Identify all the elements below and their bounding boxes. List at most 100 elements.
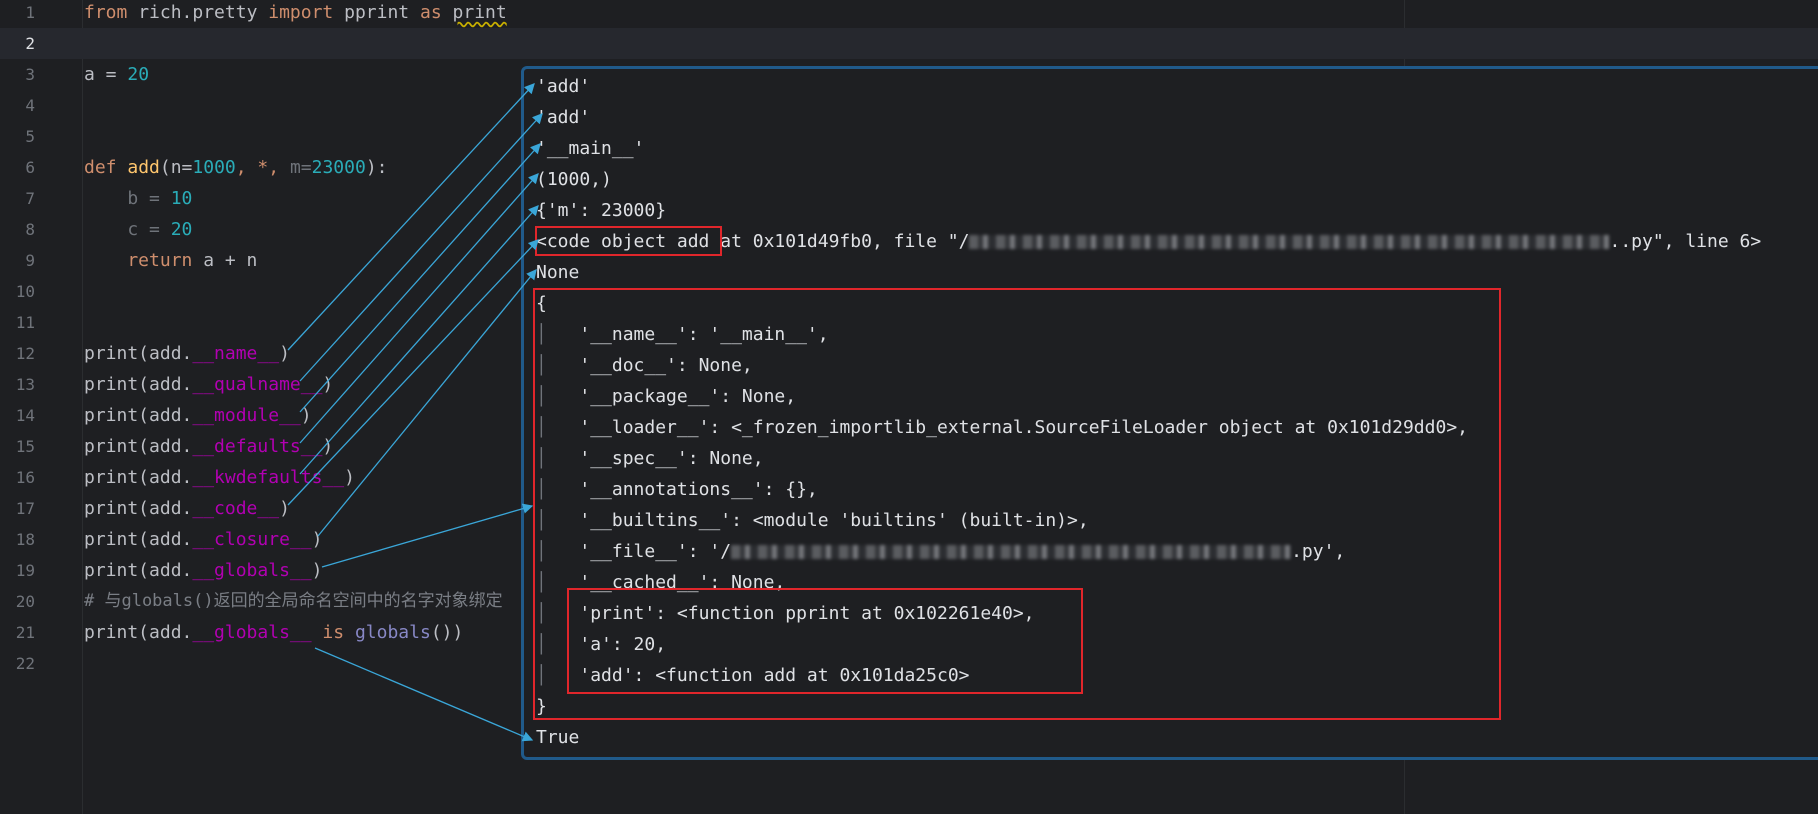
line-number: 14	[15, 406, 35, 425]
arrow-code	[287, 239, 539, 506]
output-line-7: None	[536, 262, 580, 283]
globals-entry: │ '__cached__': None,	[536, 567, 785, 598]
dunder-attribute: __globals__	[192, 622, 312, 643]
code-line-14[interactable]: print(add.__module__)	[84, 400, 312, 431]
code-text: c =	[84, 219, 171, 240]
arrow-closure	[317, 268, 537, 537]
line-number: 3	[25, 65, 35, 84]
tree-bar: │	[536, 634, 547, 655]
globals-entry: │ '__name__': '__main__',	[536, 319, 829, 350]
function-name: add	[127, 157, 160, 178]
code-text: print(add.	[84, 343, 193, 364]
code-line-18[interactable]: print(add.__closure__)	[84, 524, 322, 555]
tree-bar: │	[536, 665, 547, 686]
globals-entry: │ '__annotations__': {},	[536, 474, 818, 505]
globals-entry-text: '__file__': '/	[579, 541, 732, 562]
number-literal: 20	[170, 219, 193, 240]
dunder-attribute: __module__	[192, 405, 301, 426]
code-text: print(add.	[84, 560, 193, 581]
dunder-attribute: __qualname__	[192, 374, 323, 395]
keyword-return: return	[84, 250, 193, 271]
tree-bar: │	[536, 324, 547, 345]
code-line-19[interactable]: print(add.__globals__)	[84, 555, 322, 586]
output-line-4: (1000,)	[536, 169, 612, 190]
code-line-7[interactable]: b = 10	[84, 183, 192, 214]
code-text: a + n	[192, 250, 258, 271]
tree-bar: │	[536, 448, 547, 469]
globals-entry-text: 'add': <function add at 0x101da25c0>	[579, 665, 970, 686]
code-line-6[interactable]: def add(n=1000, *, m=23000):	[84, 152, 388, 183]
output-line-5: {'m': 23000}	[536, 200, 667, 221]
line-number: 10	[15, 282, 35, 301]
globals-entry-text: '__package__': None,	[579, 386, 797, 407]
globals-entry-text: '__builtins__': <module 'builtins' (buil…	[579, 510, 1089, 531]
tree-bar: │	[536, 572, 547, 593]
gutter-separator	[82, 0, 83, 814]
output-last-line: True	[536, 727, 580, 748]
code-line-20-comment[interactable]: # 与globals()返回的全局命名空间中的名字对象绑定	[84, 591, 503, 611]
code-line-1[interactable]: from rich.pretty import pprint as print	[84, 0, 507, 28]
output-popup	[521, 66, 1818, 760]
globals-entry-text: .py',	[1291, 541, 1346, 562]
globals-entry-text: 'print': <function pprint at 0x102261e40…	[579, 603, 1035, 624]
current-line-highlight	[0, 28, 1818, 59]
code-text: )	[322, 374, 334, 395]
line-number: 13	[15, 375, 35, 394]
code-text: )	[311, 560, 323, 581]
code-line-15[interactable]: print(add.__defaults__)	[84, 431, 333, 462]
keyword-from: from	[84, 2, 128, 23]
code-line-21[interactable]: print(add.__globals__ is globals())	[84, 617, 463, 648]
code-text: ):	[365, 157, 388, 178]
code-line-16[interactable]: print(add.__kwdefaults__)	[84, 462, 355, 493]
line-number: 12	[15, 344, 35, 363]
globals-entry: │ '__spec__': None,	[536, 443, 764, 474]
code-line-17[interactable]: print(add.__code__)	[84, 493, 290, 524]
builtin-function: globals	[354, 622, 431, 643]
code-text: )	[344, 467, 355, 488]
module-name: rich.pretty	[127, 2, 269, 23]
number-literal: 1000	[192, 157, 236, 178]
line-number: 6	[25, 158, 35, 177]
code-text: )	[311, 529, 323, 550]
code-line-8[interactable]: c = 20	[84, 214, 192, 245]
globals-entry-text: '__spec__': None,	[579, 448, 764, 469]
tree-bar: │	[536, 417, 547, 438]
globals-entry-text: '__name__': '__main__',	[579, 324, 829, 345]
code-line-9[interactable]: return a + n	[84, 245, 257, 276]
globals-dict-highlight	[533, 288, 1501, 720]
globals-entry: │ 'print': <function pprint at 0x102261e…	[536, 598, 1035, 629]
dunder-attribute: __kwdefaults__	[192, 467, 345, 488]
code-text: ())	[430, 622, 464, 643]
line-number: 15	[15, 437, 35, 456]
globals-entry: │ '__builtins__': <module 'builtins' (bu…	[536, 505, 1089, 536]
globals-entry: │ '__package__': None,	[536, 381, 796, 412]
code-line-12[interactable]: print(add.__name__)	[84, 338, 290, 369]
code-text: (n=	[159, 157, 193, 178]
line-number: 16	[15, 468, 35, 487]
dunder-attribute: __name__	[192, 343, 280, 364]
code-line-3[interactable]: a = 20	[84, 59, 149, 90]
code-text: , *,	[235, 157, 290, 178]
code-text: print(add.	[84, 622, 193, 643]
arrow-module	[299, 143, 541, 413]
code-line-13[interactable]: print(add.__qualname__)	[84, 369, 333, 400]
keyword-import: import	[268, 2, 334, 23]
line-number: 8	[25, 220, 35, 239]
code-text: print(add.	[84, 436, 193, 457]
code-text: )	[322, 436, 334, 457]
output-line-1: 'add'	[536, 76, 591, 97]
code-text: print(add.	[84, 405, 193, 426]
number-literal: 10	[170, 188, 193, 209]
output-line-6: <code object add at 0x101d49fb0, file "/…	[536, 226, 1761, 257]
dunder-attribute: __closure__	[192, 529, 312, 550]
tree-bar: │	[536, 355, 547, 376]
tree-bar: │	[536, 541, 547, 562]
code-text: b =	[84, 188, 171, 209]
alias-name: print	[452, 2, 507, 23]
tree-bar: │	[536, 386, 547, 407]
globals-entry: │ 'add': <function add at 0x101da25c0>	[536, 660, 970, 691]
globals-entry: │ 'a': 20,	[536, 629, 666, 660]
tree-bar: │	[536, 510, 547, 531]
output-line-2: 'add'	[536, 107, 591, 128]
